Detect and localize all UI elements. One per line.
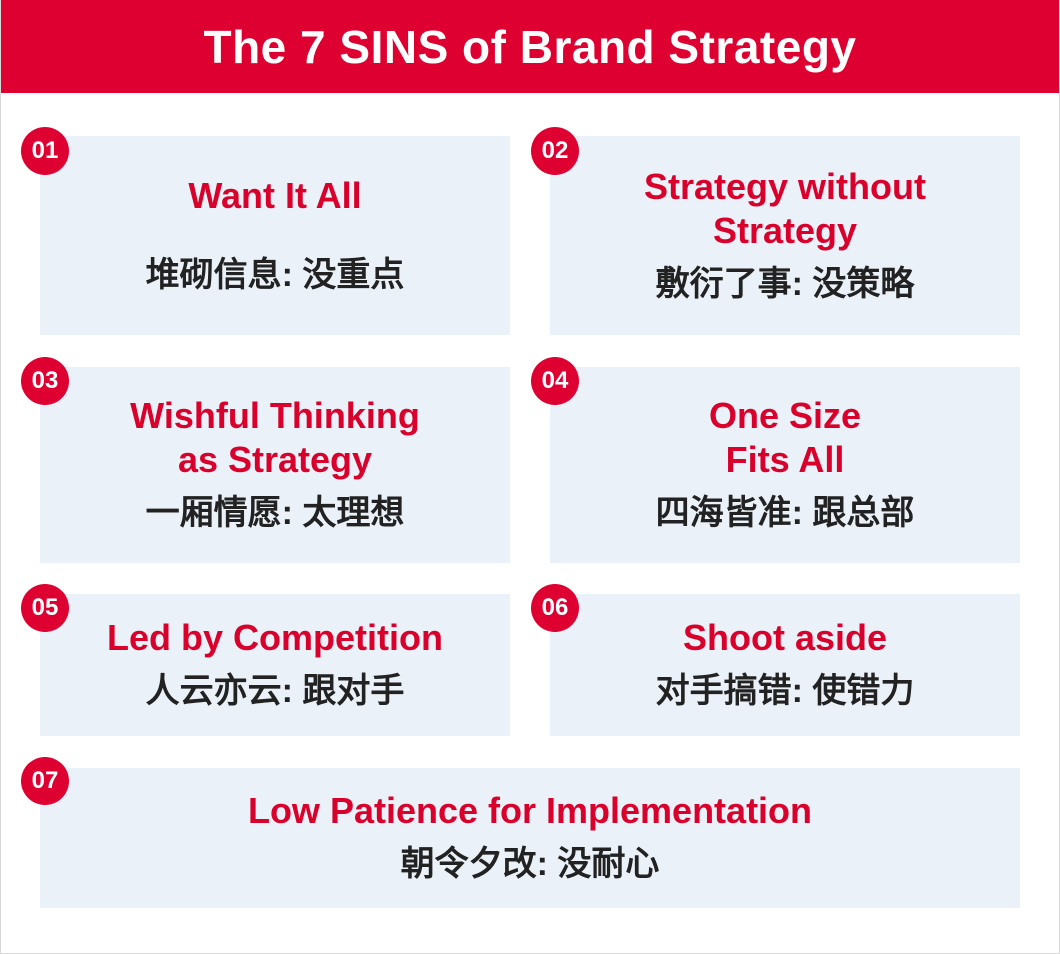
number-badge-4: 04	[531, 357, 579, 405]
number-badge-5: 05	[21, 584, 69, 632]
number-badge-3: 03	[21, 357, 69, 405]
sin-card-5: Led by Competition 人云亦云: 跟对手	[40, 594, 510, 736]
sin-chinese: 朝令夕改: 没耐心	[400, 845, 660, 883]
sin-title: One Size Fits All	[708, 395, 862, 480]
number-badge-1: 01	[21, 127, 69, 175]
sin-title: Strategy without Strategy	[643, 165, 926, 251]
sin-chinese: 一厢情愿: 太理想	[145, 494, 405, 532]
sin-chinese: 人云亦云: 跟对手	[145, 672, 405, 710]
sin-card-3: Wishful Thinking as Strategy 一厢情愿: 太理想	[40, 367, 510, 563]
number-badge-7: 07	[21, 757, 69, 805]
number-badge-2: 02	[531, 127, 579, 175]
number-badge-6: 06	[531, 584, 579, 632]
sin-title: Low Patience for Implementation	[247, 790, 813, 831]
sin-card-7: Low Patience for Implementation 朝令夕改: 没耐…	[40, 768, 1020, 908]
sin-title: Want It All	[188, 174, 362, 216]
sin-card-1: Want It All 堆砌信息: 没重点	[40, 136, 510, 335]
sin-card-4: One Size Fits All 四海皆准: 跟总部	[550, 367, 1020, 563]
header-banner: The 7 SINS of Brand Strategy	[1, 0, 1059, 93]
page-title: The 7 SINS of Brand Strategy	[203, 20, 857, 73]
sin-chinese: 四海皆准: 跟总部	[655, 494, 915, 532]
sin-chinese: 敷衍了事: 没策略	[655, 264, 915, 303]
sin-chinese: 堆砌信息: 没重点	[145, 255, 405, 294]
sin-title: Shoot aside	[682, 617, 888, 658]
sin-title: Led by Competition	[107, 617, 443, 658]
sin-title: Wishful Thinking as Strategy	[130, 395, 420, 480]
sin-card-6: Shoot aside 对手搞错: 使错力	[550, 594, 1020, 736]
sin-chinese: 对手搞错: 使错力	[655, 672, 915, 710]
sin-card-2: Strategy without Strategy 敷衍了事: 没策略	[550, 136, 1020, 335]
